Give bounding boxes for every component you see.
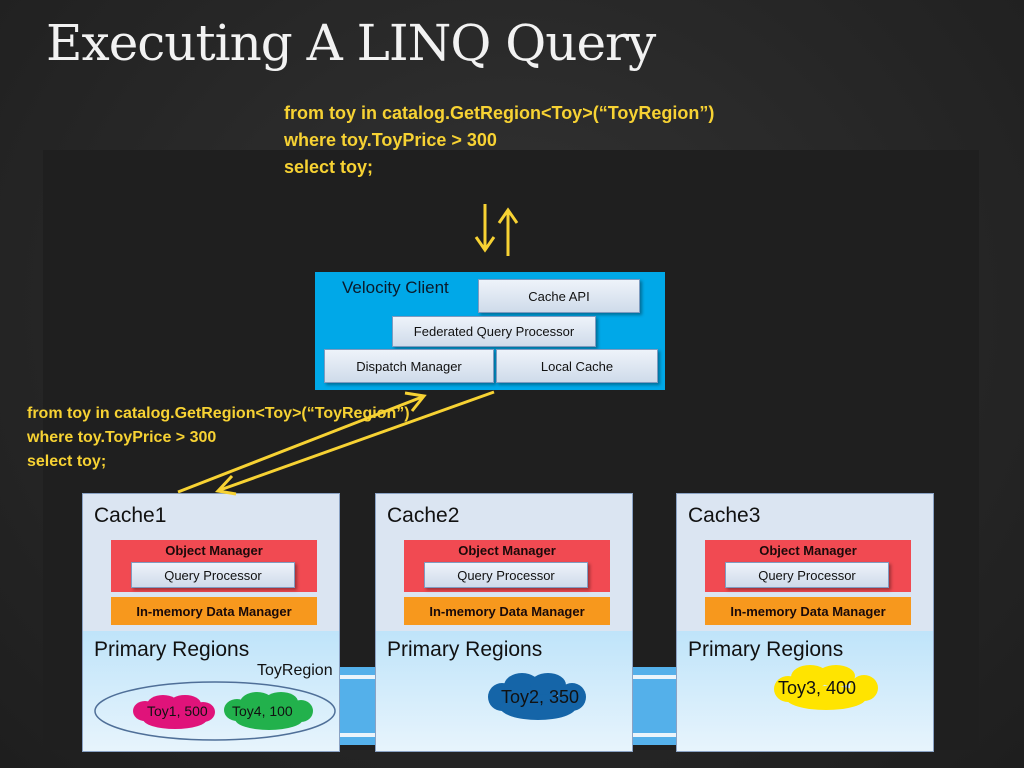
primary-regions-label: Primary Regions: [94, 638, 250, 661]
toy4-label: Toy4, 100: [232, 703, 293, 719]
primary-regions-label: Primary Regions: [688, 638, 844, 661]
object-manager-label: Object Manager: [165, 543, 263, 558]
query-line: from toy in catalog.GetRegion<Toy>(“ToyR…: [284, 103, 715, 123]
query-processor-box: Query Processor: [725, 562, 889, 588]
query-line: where toy.ToyPrice > 300: [284, 130, 497, 150]
response-arrow-icon: [497, 207, 519, 256]
dispatch-manager-box: Dispatch Manager: [324, 349, 494, 383]
query-line: select toy;: [284, 157, 374, 177]
object-manager-label: Object Manager: [458, 543, 556, 558]
query-text-left: from toy in catalog.GetRegion<Toy>(“ToyR…: [27, 402, 410, 474]
query-processor-box: Query Processor: [131, 562, 295, 588]
data-manager-box: In-memory Data Manager: [705, 597, 911, 625]
toy3-cloud-icon: [774, 665, 878, 710]
object-manager-box: Object Manager Query Processor: [404, 540, 610, 592]
toy2-label: Toy2, 350: [501, 687, 580, 707]
cache-api-box: Cache API: [478, 279, 640, 313]
toy2-cloud-icon: [488, 673, 586, 720]
object-manager-box: Object Manager Query Processor: [705, 540, 911, 592]
cache-title: Cache1: [94, 504, 167, 527]
primary-regions-label: Primary Regions: [387, 638, 543, 661]
query-line: select toy;: [27, 453, 107, 470]
region-label: ToyRegion: [257, 662, 333, 679]
object-manager-label: Object Manager: [759, 543, 857, 558]
cache-title: Cache2: [387, 504, 460, 527]
query-line: where toy.ToyPrice > 300: [27, 429, 217, 446]
toy3-label: Toy3, 400: [778, 678, 857, 698]
toy1-cloud-icon: [133, 695, 215, 729]
federated-query-processor-box: Federated Query Processor: [392, 316, 596, 347]
cache-title: Cache3: [688, 504, 761, 527]
object-manager-box: Object Manager Query Processor: [111, 540, 317, 592]
toy4-cloud-icon: [224, 692, 313, 730]
query-text-top: from toy in catalog.GetRegion<Toy>(“ToyR…: [284, 100, 714, 181]
request-arrow-icon: [474, 204, 496, 253]
dispatch-arrow-icon: [177, 391, 427, 494]
data-manager-box: In-memory Data Manager: [404, 597, 610, 625]
page-title: Executing A LINQ Query: [46, 14, 656, 72]
toy-region-ellipse: [94, 681, 336, 741]
result-arrow-icon: [214, 390, 495, 496]
data-manager-box: In-memory Data Manager: [111, 597, 317, 625]
query-processor-box: Query Processor: [424, 562, 588, 588]
query-line: from toy in catalog.GetRegion<Toy>(“ToyR…: [27, 405, 410, 422]
local-cache-box: Local Cache: [496, 349, 658, 383]
velocity-client-label: Velocity Client: [342, 278, 449, 297]
toy1-label: Toy1, 500: [147, 703, 208, 719]
cache-node-3: Cache3 Object Manager Query Processor In…: [676, 493, 934, 752]
